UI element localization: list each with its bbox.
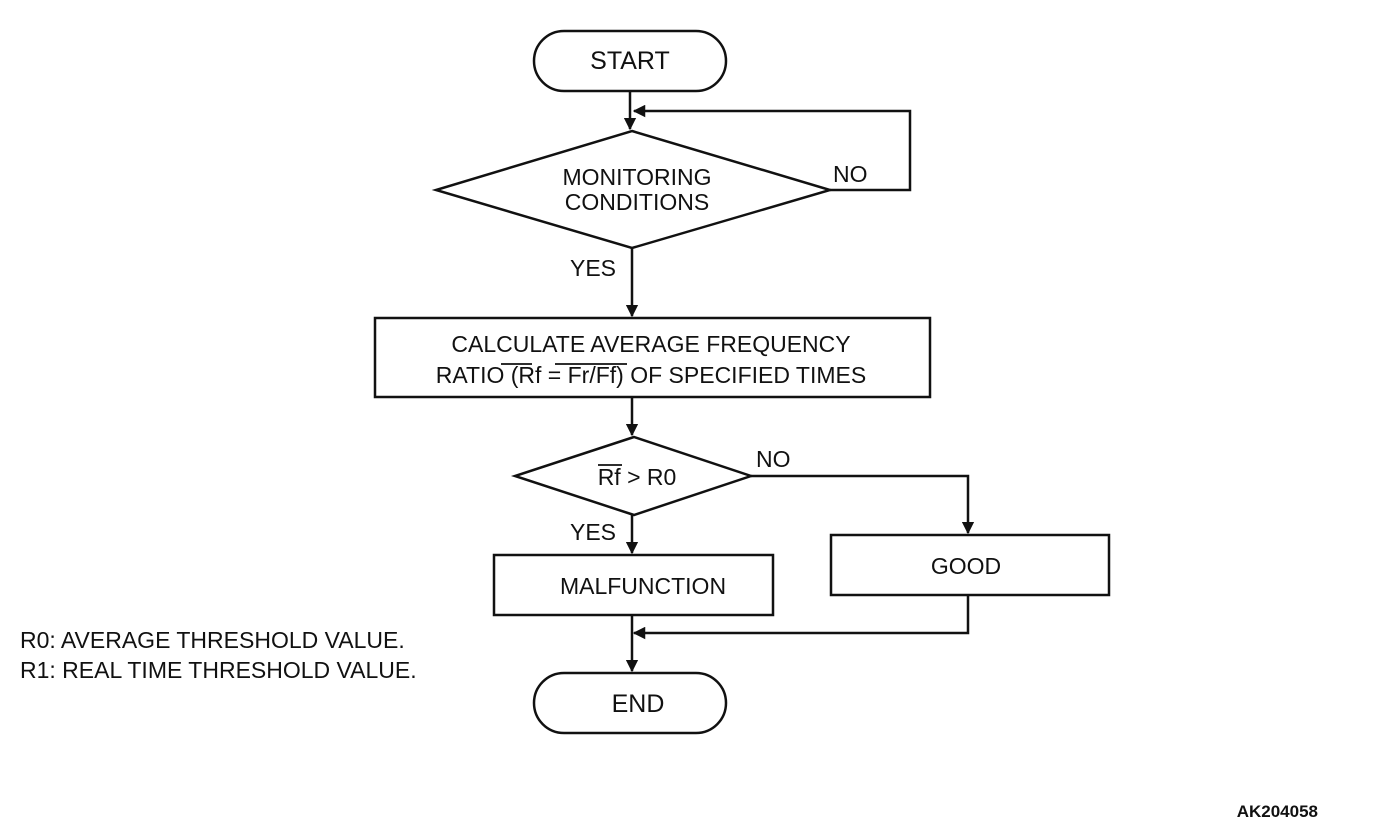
good-label: GOOD: [931, 553, 1001, 579]
note-r1: R1: REAL TIME THRESHOLD VALUE.: [20, 657, 417, 683]
malfunction-process: [492, 553, 775, 617]
monitoring-label-line2: CONDITIONS: [565, 189, 709, 215]
monitoring-label-line1: MONITORING: [562, 164, 711, 190]
connector-monitoring-no-loop: [632, 104, 912, 192]
calculate-label-line2: RATIO (Rf = Fr/Ff) OF SPECIFIED TIMES: [436, 362, 866, 388]
monitoring-yes-label: YES: [570, 255, 616, 281]
good-process: [829, 533, 1111, 597]
end-terminal: [532, 671, 728, 735]
end-label: END: [612, 690, 665, 718]
calculate-label-line1: CALCULATE AVERAGE FREQUENCY: [451, 331, 850, 357]
connector-good-to-end: [632, 595, 970, 640]
compare-threshold-decision: [510, 435, 755, 517]
compare-yes-label: YES: [570, 519, 616, 545]
monitoring-no-label: NO: [833, 161, 868, 187]
calculate-line2-formula: (Rf = Fr/Ff): [511, 362, 624, 388]
calculate-ratio-process: [373, 316, 932, 399]
calculate-line2-prefix: RATIO: [436, 362, 511, 388]
compare-label: Rf > R0: [598, 464, 677, 490]
start-label: START: [590, 47, 670, 75]
connector-compare-no: [751, 474, 975, 535]
calculate-line2-suffix: OF SPECIFIED TIMES: [624, 362, 866, 388]
note-r0: R0: AVERAGE THRESHOLD VALUE.: [20, 627, 405, 653]
malfunction-label: MALFUNCTION: [560, 573, 726, 599]
compare-no-label: NO: [756, 446, 791, 472]
figure-code: AK204058: [1237, 802, 1318, 821]
